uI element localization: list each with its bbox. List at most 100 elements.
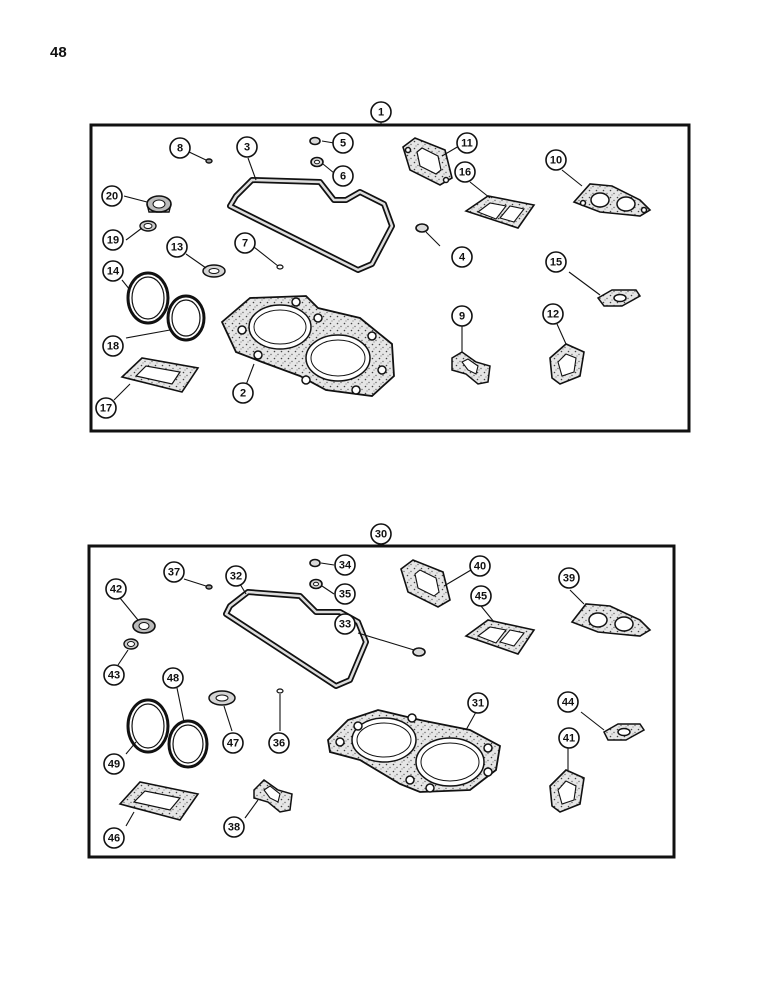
callout-34-circle (334, 554, 356, 576)
gasket-40 (400, 559, 451, 608)
callout-31: 31 (467, 692, 489, 714)
callout-48-label: 48 (167, 673, 179, 685)
gasket-12 (549, 343, 585, 385)
seal-19 (139, 220, 157, 232)
callout-39-label: 39 (563, 573, 575, 585)
callout-12: 12 (542, 303, 564, 325)
gasket-44 (603, 723, 646, 741)
callout-20-circle (101, 185, 123, 207)
callout-2-circle (232, 382, 254, 404)
gasket-17 (120, 357, 200, 393)
kit-30-group (87, 542, 676, 859)
callout-46-circle (103, 827, 125, 849)
callout-31-label: 31 (472, 698, 484, 710)
callout-18-label: 18 (107, 341, 119, 353)
callout-11-label: 11 (461, 138, 473, 150)
callout-12-circle (542, 303, 564, 325)
callout-13-label: 13 (171, 242, 183, 254)
callout-37-label: 37 (168, 567, 180, 579)
ring-48 (167, 719, 209, 769)
washer-47 (208, 690, 236, 706)
callout-19-label: 19 (107, 235, 119, 247)
seal-42 (132, 618, 156, 634)
washer-13 (202, 264, 226, 278)
gasket-45 (464, 619, 536, 655)
callout-5-circle (332, 132, 354, 154)
callout-17-label: 17 (100, 403, 112, 415)
callout-16: 16 (454, 161, 476, 183)
kit-30-callouts: 37 32 34 35 40 45 39 42 43 33 48 49 47 36 31 44 41 46 38 (103, 554, 580, 849)
callout-41-label: 41 (563, 733, 575, 745)
callout-39: 39 (558, 567, 580, 589)
callout-43: 43 (103, 664, 125, 686)
gasket-15 (596, 289, 642, 307)
callout-44-circle (557, 691, 579, 713)
callout-33: 33 (334, 613, 356, 635)
callout-45-label: 45 (475, 591, 487, 603)
callout-19-circle (102, 229, 124, 251)
callout-37-circle (163, 561, 185, 583)
callout-35-label: 35 (339, 589, 351, 601)
washer-37 (205, 584, 213, 590)
callout-40-label: 40 (474, 561, 486, 573)
ring-14 (126, 271, 170, 325)
callout-49-label: 49 (108, 759, 120, 771)
callout-14-label: 14 (107, 266, 120, 278)
nut-33 (412, 647, 426, 657)
callout-11-circle (456, 132, 478, 154)
callout-3-circle (236, 136, 258, 158)
callout-36: 36 (268, 732, 290, 754)
kit-label-1-circle (370, 101, 392, 123)
callout-47: 47 (222, 732, 244, 754)
callout-17-circle (95, 397, 117, 419)
kit-label-30-label: 30 (375, 529, 387, 541)
callout-10-circle (545, 149, 567, 171)
callout-48-circle (162, 667, 184, 689)
callout-37: 37 (163, 561, 185, 583)
callout-15-label: 15 (550, 257, 562, 269)
callout-38-circle (223, 816, 245, 838)
callout-45-circle (470, 585, 492, 607)
cover-gasket-32 (223, 589, 369, 689)
callout-13-circle (166, 236, 188, 258)
washer-5 (309, 136, 321, 146)
callout-2-label: 2 (240, 388, 246, 400)
washer-34 (309, 558, 321, 568)
kit-label-1-label: 1 (378, 107, 384, 119)
callout-44-label: 44 (562, 697, 575, 709)
callout-42-label: 42 (110, 584, 122, 596)
callout-8: 8 (169, 137, 191, 159)
callout-32-label: 32 (230, 571, 242, 583)
head-gasket (220, 295, 395, 397)
gasket-39 (570, 603, 652, 637)
callout-3: 3 (236, 136, 258, 158)
callout-35: 35 (334, 583, 356, 605)
callout-4: 4 (451, 246, 473, 268)
callout-16-circle (454, 161, 476, 183)
callout-49-circle (103, 753, 125, 775)
callout-19: 19 (102, 229, 124, 251)
callout-7-circle (234, 232, 256, 254)
page-number: 48 (50, 44, 67, 61)
callout-14: 14 (102, 260, 124, 282)
callout-13: 13 (166, 236, 188, 258)
callout-8-label: 8 (177, 143, 183, 155)
callout-44: 44 (557, 691, 579, 713)
callout-47-label: 47 (227, 738, 239, 750)
callout-6-circle (332, 165, 354, 187)
callout-41: 41 (558, 727, 580, 749)
callout-46: 46 (103, 827, 125, 849)
callout-38-label: 38 (228, 822, 240, 834)
callout-4-circle (451, 246, 473, 268)
callout-34-label: 34 (339, 560, 352, 572)
callout-40-circle (469, 555, 491, 577)
callout-40: 40 (469, 555, 491, 577)
callout-7-label: 7 (242, 238, 248, 250)
callout-35-circle (334, 583, 356, 605)
callout-14-circle (102, 260, 124, 282)
kit-label-1: 1 (370, 101, 392, 123)
callout-20-label: 20 (106, 191, 118, 203)
callout-5-label: 5 (340, 138, 346, 150)
